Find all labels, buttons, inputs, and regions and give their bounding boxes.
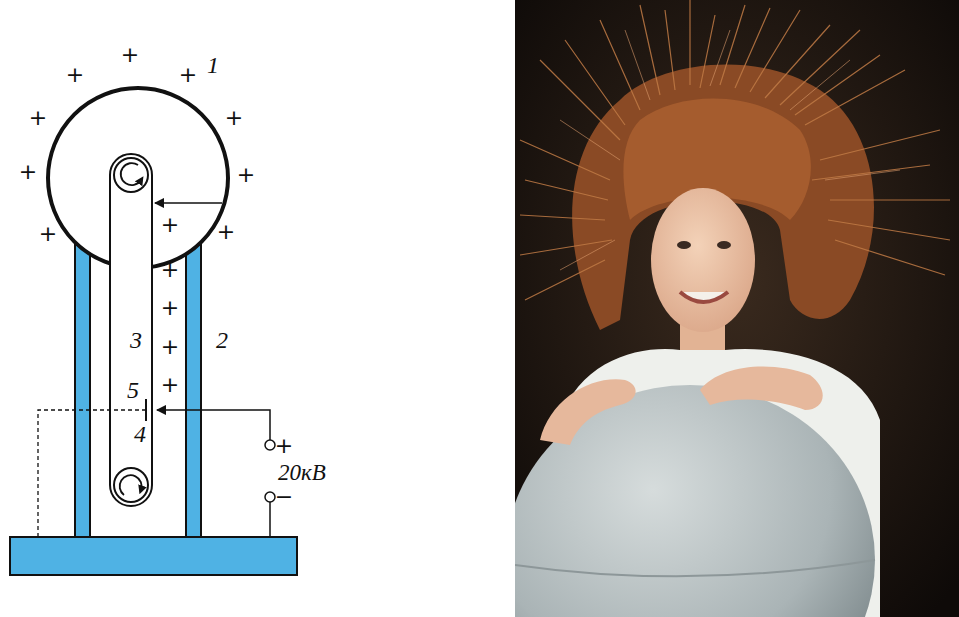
terminal-sign: + xyxy=(275,435,293,457)
callout-number: 4 xyxy=(134,422,146,446)
callout-number: 3 xyxy=(130,328,142,352)
belt xyxy=(110,154,152,506)
wire xyxy=(269,502,271,537)
charge-sign: + xyxy=(39,223,57,245)
terminal-sign: − xyxy=(275,486,293,508)
rotation-arrow xyxy=(120,475,142,495)
terminal xyxy=(265,492,275,502)
charge-sign: + xyxy=(121,44,139,66)
charging-comb xyxy=(157,410,270,440)
photo xyxy=(515,0,959,617)
insulating-column xyxy=(186,240,201,537)
insulating-column xyxy=(75,240,90,537)
base xyxy=(10,537,297,575)
collector-comb xyxy=(155,202,222,204)
pulley xyxy=(114,158,148,192)
charge-sign: + xyxy=(161,214,179,236)
rotation-arrow xyxy=(121,163,141,185)
terminal xyxy=(265,440,275,450)
charge-sign: + xyxy=(179,64,197,86)
charge-sign: + xyxy=(161,336,179,358)
voltage-label: 20кВ xyxy=(278,461,326,484)
ground-wire xyxy=(38,410,146,537)
charge-sign: + xyxy=(161,374,179,396)
charge-sign: + xyxy=(19,161,37,183)
charge-sign: + xyxy=(29,107,47,129)
charge-sign: + xyxy=(66,64,84,86)
callout-number: 2 xyxy=(216,328,228,352)
charge-sign: + xyxy=(161,297,179,319)
charge-sign: + xyxy=(225,107,243,129)
pulley xyxy=(114,468,148,502)
charge-sign: + xyxy=(237,164,255,186)
charge-sign: + xyxy=(161,259,179,281)
callout-number: 5 xyxy=(127,378,139,402)
charge-sign: + xyxy=(217,221,235,243)
callout-number: 1 xyxy=(207,53,219,77)
